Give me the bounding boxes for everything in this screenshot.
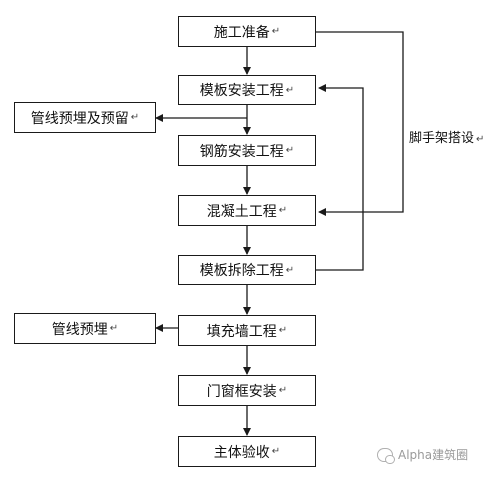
return-mark: ↵ [130,112,140,123]
return-mark: ↵ [278,325,288,336]
step-rebar-install: 钢筋安装工程↵ [178,135,316,166]
step-label: 门窗框安装 [206,383,277,400]
scaffold-label: 脚手架搭设↵ [409,127,484,146]
side-pipe-reserve: 管线预埋及预留↵ [14,102,156,133]
step-label: 模板拆除工程 [199,263,284,279]
return-mark: ↵ [285,145,295,156]
step-infill-wall: 填充墙工程↵ [178,315,316,346]
step-label: 主体验收 [213,444,270,461]
return-mark: ↵ [285,84,295,96]
return-mark: ↵ [271,446,281,457]
wechat-icon [377,447,395,464]
return-mark: ↵ [278,385,288,396]
step-label: 钢筋安装工程 [199,143,284,160]
step-label: 模板安装工程 [199,83,284,99]
return-mark: ↵ [278,205,288,216]
side-label: 管线预埋及预留 [30,110,129,127]
step-concrete: 混凝土工程↵ [178,195,316,226]
step-main-acceptance: 主体验收↵ [178,436,316,467]
scaffold-text: 脚手架搭设 [409,131,475,146]
return-line [316,84,364,271]
step-window-frame: 门窗框安装↵ [178,375,316,406]
step-formwork-install: 模板安装工程↵ [178,75,316,105]
step-label: 施工准备 [213,24,270,41]
watermark: Alpha建筑圈 [377,446,469,464]
return-mark: ↵ [285,264,295,276]
return-mark: ↵ [476,134,485,145]
watermark-text: Alpha建筑圈 [398,448,469,462]
scaffold-line [316,31,404,216]
side-pipe-embed: 管线预埋↵ [14,313,156,344]
step-formwork-removal: 模板拆除工程↵ [178,255,316,285]
step-label: 混凝土工程 [206,203,277,220]
return-mark: ↵ [271,26,281,37]
step-label: 填充墙工程 [206,323,277,340]
return-mark: ↵ [109,323,119,334]
step-construction-prep: 施工准备↵ [178,16,316,47]
side-label: 管线预埋 [51,321,108,338]
